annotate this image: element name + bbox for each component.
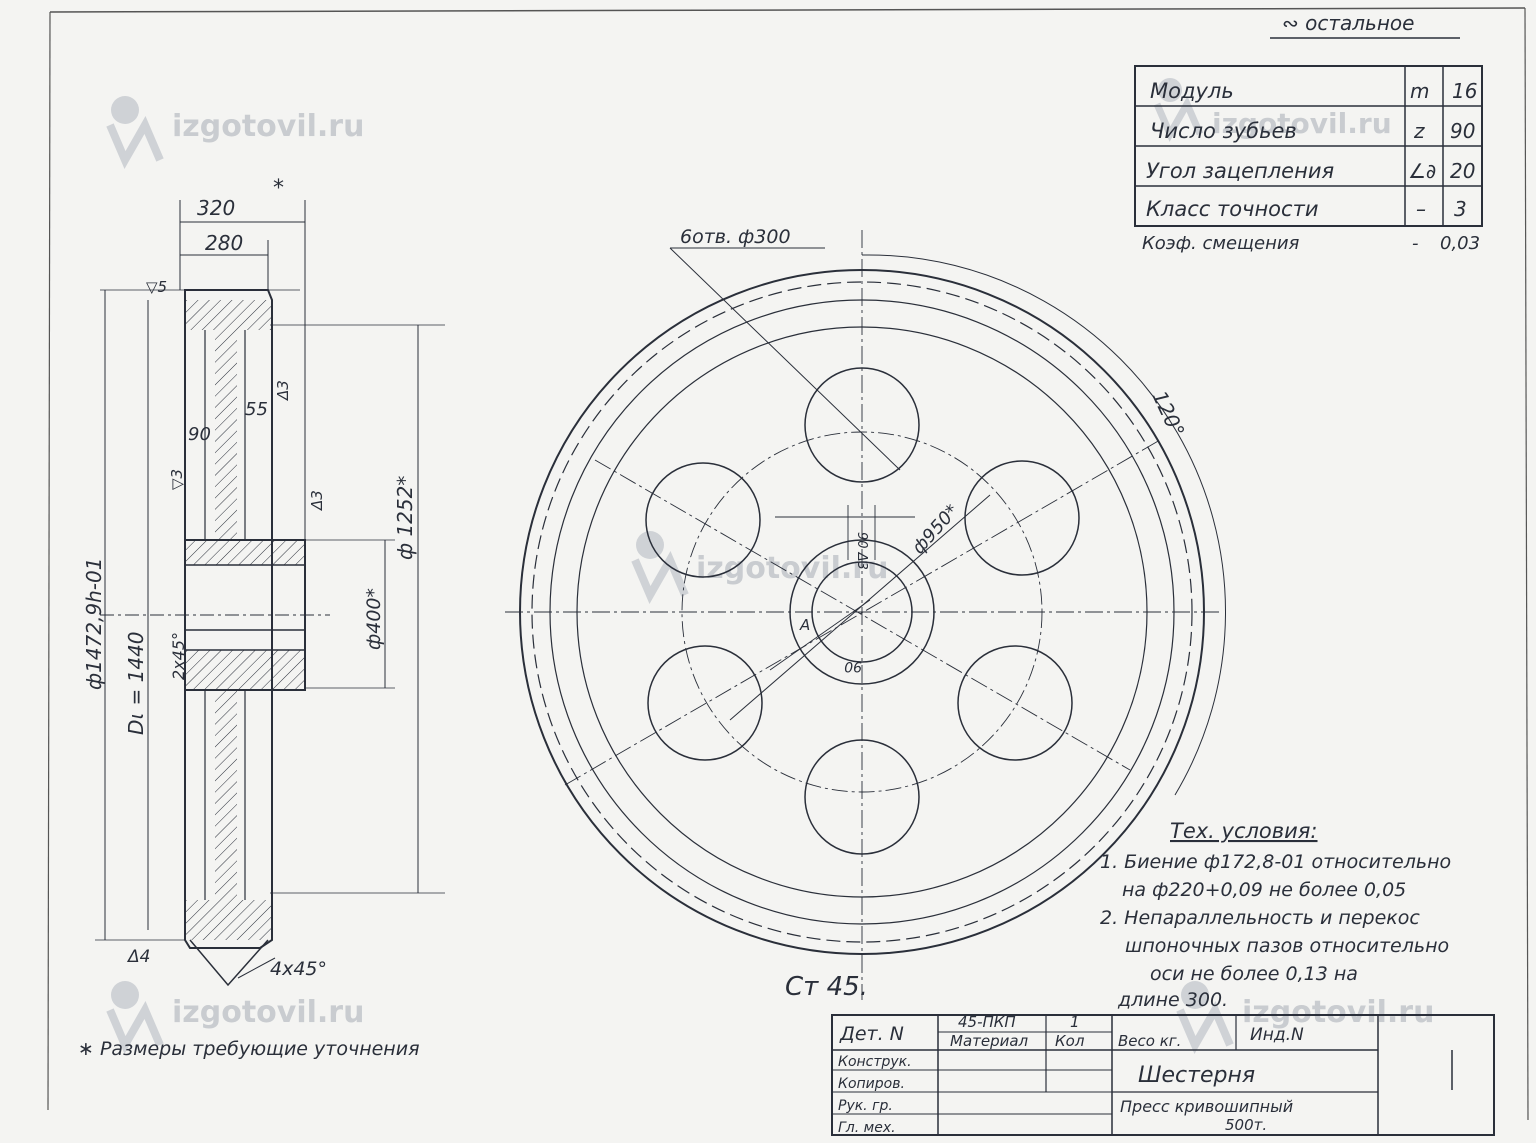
corner-note: ∾ остальное: [1282, 11, 1414, 35]
watermark-logo-icon: [631, 531, 689, 604]
watermark-text: izgotovil.ru: [1212, 107, 1392, 140]
dim-pitch-diameter: Dɩ = 1440: [124, 631, 148, 735]
param-name: Класс точности: [1146, 197, 1318, 221]
web-top-hatch: [215, 330, 237, 540]
title-cell: Дет. N: [839, 1023, 904, 1045]
rim-bottom-hatch: [185, 900, 272, 940]
dim-total-width-mark: *: [273, 176, 284, 201]
title-cell: Весо кг.: [1118, 1032, 1181, 1050]
tech-line: 2. Непараллельность и перекос: [1100, 907, 1420, 929]
params-table: Модуль m 16 Число зубьев z 90 Угол зацеп…: [1134, 65, 1483, 254]
title-cell: Рук. гр.: [838, 1098, 893, 1114]
watermark-logo-icon: [106, 96, 164, 169]
params-row: Угол зацепления ∠∂ 20: [1146, 159, 1475, 183]
dim-hub-bore: ф400*: [363, 588, 385, 650]
param-extra-symbol: -: [1412, 233, 1419, 254]
tech-line: длине 300.: [1117, 989, 1228, 1011]
watermark-logo-icon: [1153, 78, 1204, 142]
holes-label: 6отв. ф300: [680, 226, 791, 248]
dim-hub-circle: ф 1252*: [393, 476, 417, 560]
small-label-b: 90: [844, 658, 862, 674]
title-cell: Конструк.: [838, 1054, 912, 1070]
tech-line: на ф220+0,09 не более 0,05: [1122, 879, 1406, 901]
footnote: ∗ Размеры требующие уточнения: [78, 1038, 420, 1060]
watermark-bottom-right: izgotovil.ru: [1176, 981, 1434, 1054]
title-cell: Кол: [1055, 1032, 1085, 1050]
param-value: 20: [1450, 159, 1475, 183]
material-label: Ст 45.: [785, 972, 868, 1002]
param-symbol: –: [1416, 197, 1426, 221]
press-name: Пресс кривошипный: [1120, 1097, 1293, 1116]
hub-top-hatch: [185, 540, 305, 565]
dim-outer-diameter: ф1472,9h-01: [82, 558, 106, 690]
watermark-table: izgotovil.ru: [1153, 78, 1392, 142]
front-view: 6отв. ф300 ф950* 120° A 90 90 Δ3: [505, 226, 1226, 1000]
lightening-hole: [964, 460, 1080, 576]
title-cell: Копиров.: [838, 1076, 905, 1092]
rough-1: Δ3: [274, 380, 292, 401]
watermark-bottom-left: izgotovil.ru: [106, 981, 364, 1054]
params-row: Класс точности – 3: [1146, 197, 1467, 221]
lightening-hole: [957, 645, 1073, 761]
rough-bottom: Δ4: [126, 947, 150, 967]
dim-total-width: 320: [197, 196, 235, 220]
param-value: 16: [1452, 79, 1477, 103]
title-cell: Материал: [950, 1032, 1029, 1050]
param-name: Модуль: [1150, 79, 1234, 103]
lightening-hole: [647, 645, 763, 761]
hub-bottom-hatch: [185, 650, 305, 690]
tech-line: 1. Биение ф172,8-01 относительно: [1100, 851, 1451, 873]
rough-top: ▽5: [146, 278, 167, 296]
param-symbol: z: [1413, 119, 1425, 143]
tech-conditions: Тех. условия: 1. Биение ф172,8-01 относи…: [1100, 819, 1451, 1011]
rim-top-hatch: [185, 300, 272, 330]
watermark-text: izgotovil.ru: [172, 109, 364, 144]
tech-line: шпоночных пазов относительно: [1125, 935, 1449, 957]
param-name: Число зубьев: [1150, 119, 1297, 143]
dim-web: 55: [245, 399, 268, 420]
title-cell: 1: [1070, 1013, 1080, 1031]
watermark-logo-icon: [106, 981, 164, 1054]
params-row: Число зубьев z 90: [1150, 119, 1475, 143]
small-label-a: A: [799, 616, 810, 634]
press-capacity: 500т.: [1225, 1116, 1267, 1134]
dim-hole-width: 90: [188, 424, 211, 445]
tech-title: Тех. условия:: [1170, 819, 1318, 843]
params-row: Модуль m 16: [1150, 79, 1477, 103]
gear-section-outline: [184, 289, 273, 949]
watermark-top: izgotovil.ru: [106, 96, 364, 169]
dim-rim-width: 280: [205, 231, 243, 255]
watermark-text: izgotovil.ru: [696, 551, 888, 586]
watermark-center: izgotovil.ru: [631, 531, 888, 604]
tech-line: оси не более 0,13 на: [1150, 963, 1358, 985]
watermark-logo-icon: [1176, 981, 1234, 1054]
param-extra-name: Коэф. смещения: [1142, 233, 1300, 254]
circle-label: ф950*: [908, 501, 963, 559]
lightening-hole: [645, 462, 761, 578]
rough-2: ▽3: [168, 469, 186, 490]
title-cell: Инд.N: [1250, 1025, 1304, 1045]
param-extra-value: 0,03: [1440, 233, 1480, 254]
watermark-text: izgotovil.ru: [172, 995, 364, 1030]
param-name: Угол зацепления: [1146, 159, 1334, 183]
param-value: 3: [1454, 197, 1467, 221]
small-label-c: 90 Δ3: [854, 532, 869, 570]
watermark-group: izgotovil.ru izgotovil.ru izgotovil.ru i…: [106, 78, 1434, 1054]
param-symbol: m: [1410, 79, 1429, 103]
param-value: 90: [1450, 119, 1475, 143]
sheet-frame: [47, 7, 1529, 1121]
param-symbol: ∠∂: [1408, 159, 1436, 183]
dim-chamfer-small: 2x45°: [169, 632, 188, 680]
watermark-text: izgotovil.ru: [1242, 995, 1434, 1030]
web-bottom-hatch: [215, 690, 237, 900]
title-cell: 45-ПКП: [958, 1013, 1016, 1031]
dim-chamfer-big: 4x45°: [270, 958, 327, 980]
rough-3: Δ3: [308, 490, 326, 511]
side-view: 320 * 280 ▽5 ф1472,9h-01 Dɩ = 1440 ф 125…: [82, 176, 445, 987]
title-block: Дет. N 45-ПКП 1 Инд.N Материал Кол Весо …: [831, 1013, 1495, 1136]
title-cell: Гл. мех.: [838, 1120, 896, 1136]
part-name: Шестерня: [1138, 1063, 1255, 1088]
